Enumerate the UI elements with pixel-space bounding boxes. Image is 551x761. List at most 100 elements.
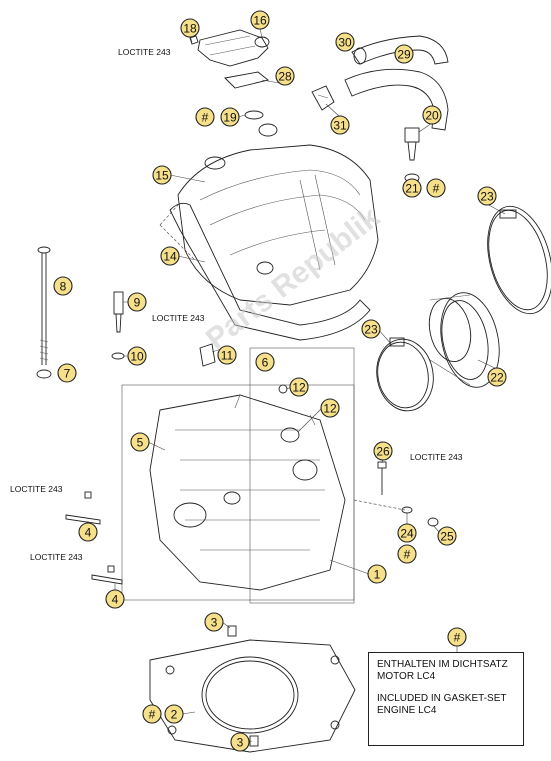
callout-hash: # <box>397 544 417 564</box>
part-28-gasket <box>224 71 269 89</box>
callout-31: 31 <box>330 115 350 135</box>
loctite-label-left-upper: LOCTITE 243 <box>10 484 63 494</box>
gasket-set-note: ENTHALTEN IM DICHTSATZ MOTOR LC4 INCLUDE… <box>368 652 524 746</box>
callout-25: 25 <box>437 526 457 546</box>
callout-16: 16 <box>250 10 270 30</box>
callout-9: 9 <box>127 292 147 312</box>
callout-19: 19 <box>220 107 240 127</box>
part-10-o-ring <box>111 352 125 360</box>
svg-text:2: 2 <box>171 708 178 722</box>
svg-text:21: 21 <box>405 182 419 196</box>
part-15-valve-cover <box>159 123 379 306</box>
svg-text:23: 23 <box>364 323 378 337</box>
callout-21: 21 <box>402 178 422 198</box>
callout-hash: # <box>142 704 162 724</box>
callout-hash: # <box>447 627 467 647</box>
part-26-bolt <box>377 461 387 495</box>
part-3-dowel-lower <box>249 735 259 747</box>
svg-text:4: 4 <box>112 593 119 607</box>
svg-text:1: 1 <box>374 568 381 582</box>
callout-hash: # <box>195 107 215 127</box>
callout-23: 23 <box>361 319 381 339</box>
svg-text:#: # <box>202 111 209 125</box>
callout-12: 12 <box>289 377 309 397</box>
svg-text:7: 7 <box>64 367 71 381</box>
note-line-2: MOTOR LC4 <box>377 671 436 682</box>
callout-4: 4 <box>78 522 98 542</box>
part-25-seal <box>427 517 439 527</box>
part-31-fitting <box>311 85 335 111</box>
part-4-screws-upper <box>65 491 101 525</box>
callout-11: 11 <box>217 345 237 365</box>
callout-12: 12 <box>320 398 340 418</box>
svg-text:22: 22 <box>490 371 504 385</box>
callout-10: 10 <box>127 346 147 366</box>
callout-30: 30 <box>335 32 355 52</box>
part-7-washer <box>36 369 52 379</box>
loctite-label-sensor: LOCTITE 243 <box>152 313 205 323</box>
svg-text:#: # <box>433 182 440 196</box>
svg-text:3: 3 <box>211 616 218 630</box>
svg-text:12: 12 <box>323 402 337 416</box>
callout-15: 15 <box>152 165 172 185</box>
part-23-clamp-large <box>487 205 551 315</box>
part-23-clamp-small <box>376 337 434 412</box>
svg-text:18: 18 <box>183 22 197 36</box>
svg-text:20: 20 <box>425 109 439 123</box>
svg-text:29: 29 <box>397 48 411 62</box>
svg-text:14: 14 <box>163 250 177 264</box>
callout-18: 18 <box>180 18 200 38</box>
svg-text:28: 28 <box>278 70 292 84</box>
callout-20: 20 <box>422 105 442 125</box>
callout-26: 26 <box>373 441 393 461</box>
callout-1: 1 <box>367 564 387 584</box>
part-9-temp-sensor <box>113 291 124 333</box>
svg-text:6: 6 <box>262 356 269 370</box>
note-line-4: ENGINE LC4 <box>377 705 437 716</box>
part-5-cylinder-head <box>121 384 355 601</box>
callout-2: 2 <box>164 704 184 724</box>
loctite-label-top: LOCTITE 243 <box>118 47 171 57</box>
callout-7: 7 <box>57 363 77 383</box>
callout-28: 28 <box>275 66 295 86</box>
svg-text:10: 10 <box>130 350 144 364</box>
callout-14: 14 <box>160 246 180 266</box>
note-line-1: ENTHALTEN IM DICHTSATZ <box>377 659 508 670</box>
part-14-gasket <box>169 202 371 341</box>
callout-4: 4 <box>105 589 125 609</box>
part-8-bolt <box>37 246 51 365</box>
part-thermostat-housing <box>189 29 270 67</box>
svg-text:9: 9 <box>134 296 141 310</box>
callout-24: 24 <box>397 523 417 543</box>
part-4-screws-lower <box>91 565 123 585</box>
svg-text:23: 23 <box>480 190 494 204</box>
part-2-head-gasket <box>149 639 356 753</box>
svg-text:11: 11 <box>221 349 234 363</box>
svg-text:25: 25 <box>440 530 454 544</box>
part-22-intake-boot <box>428 292 500 388</box>
loctite-label-right: LOCTITE 243 <box>410 452 463 462</box>
note-line-3: INCLUDED IN GASKET-SET <box>377 693 507 704</box>
svg-text:3: 3 <box>237 736 244 750</box>
svg-text:24: 24 <box>400 527 414 541</box>
svg-text:#: # <box>404 548 411 562</box>
loctite-label-left-lower: LOCTITE 243 <box>30 552 83 562</box>
callout-3: 3 <box>204 612 224 632</box>
callout-23: 23 <box>477 186 497 206</box>
callout-29: 29 <box>394 44 414 64</box>
svg-text:30: 30 <box>338 36 352 50</box>
svg-text:#: # <box>149 708 156 722</box>
svg-text:8: 8 <box>60 280 67 294</box>
svg-text:4: 4 <box>85 526 92 540</box>
svg-text:16: 16 <box>253 14 267 28</box>
callout-22: 22 <box>487 367 507 387</box>
svg-text:15: 15 <box>155 169 169 183</box>
svg-text:19: 19 <box>223 111 237 125</box>
part-3-dowel-upper <box>227 625 237 637</box>
svg-text:31: 31 <box>333 119 347 133</box>
part-11-plug <box>199 343 216 367</box>
callout-6: 6 <box>255 352 275 372</box>
svg-text:5: 5 <box>137 436 144 450</box>
